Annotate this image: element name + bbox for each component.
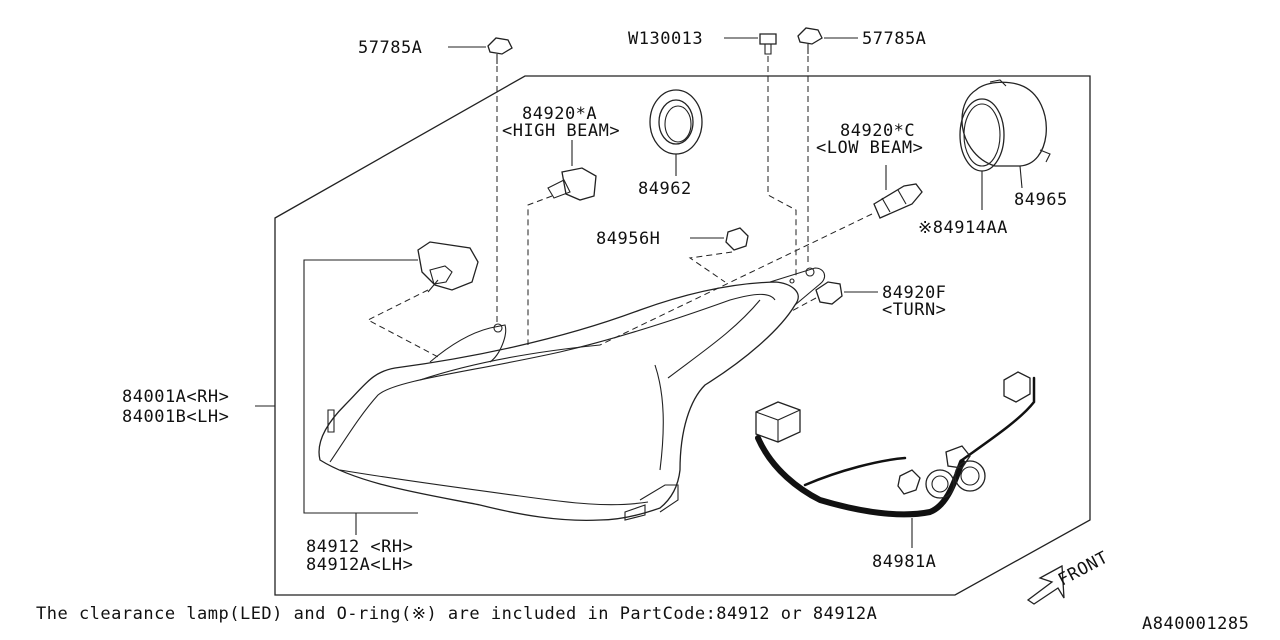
label-clearance-rh[interactable]: 84912 <RH> (306, 537, 413, 557)
label-clearance-lh[interactable]: 84912A<LH> (306, 555, 413, 575)
clearance-leader-dashed (366, 289, 441, 359)
label-bulb-cap[interactable]: 84956H (596, 229, 660, 249)
clearance-bracket (303, 259, 418, 535)
label-screw[interactable]: W130013 (628, 29, 703, 49)
bulb-cap-icon[interactable] (725, 227, 749, 251)
label-assy-lh[interactable]: 84001B<LH> (122, 407, 229, 427)
headlamp-assembly[interactable] (318, 267, 826, 521)
label-turn-desc: <TURN> (882, 300, 946, 320)
label-harness[interactable]: 84981A (872, 552, 936, 572)
footnote: The clearance lamp(LED) and O-ring(※) ar… (36, 604, 877, 624)
bulb-cap-dash (688, 251, 733, 283)
diagram-frame (274, 75, 1091, 596)
high-beam-dash (527, 195, 553, 345)
label-assy-rh[interactable]: 84001A<RH> (122, 387, 229, 407)
high-beam-bulb-icon[interactable] (547, 140, 597, 201)
label-low-beam-code[interactable]: 84920*C (840, 121, 915, 141)
front-arrow-icon (1026, 564, 1065, 605)
screw-dash (767, 56, 797, 278)
turn-dash (789, 297, 817, 313)
label-cap-small[interactable]: 84962 (638, 179, 692, 199)
turn-bulb-icon[interactable] (815, 281, 843, 305)
front-label: FRONT (1055, 548, 1112, 591)
low-beam-bulb-icon[interactable] (873, 165, 923, 219)
label-cap-large[interactable]: 84965 (1014, 190, 1068, 210)
clearance-lamp-icon[interactable] (417, 241, 479, 293)
label-high-beam-code[interactable]: 84920*A (522, 104, 597, 124)
label-clip-right[interactable]: 57785A (862, 29, 926, 49)
diagram-id: A840001285 (1142, 614, 1249, 634)
cap-large-leader (1019, 165, 1023, 189)
cap-large-icon[interactable] (961, 79, 1051, 167)
harness-icon[interactable] (755, 371, 1036, 518)
label-low-beam-desc: <LOW BEAM> (816, 138, 923, 158)
low-beam-dash (599, 213, 873, 346)
clip-right-icon[interactable] (797, 27, 823, 54)
cap-small-icon[interactable] (649, 89, 703, 155)
screw-icon[interactable] (759, 33, 777, 55)
clip-left-icon[interactable] (487, 37, 513, 64)
label-clip-left[interactable]: 57785A (358, 38, 422, 58)
label-high-beam-desc: <HIGH BEAM> (502, 121, 620, 141)
label-turn-code[interactable]: 84920F (882, 283, 946, 303)
label-oring[interactable]: ※84914AA (918, 218, 1008, 238)
